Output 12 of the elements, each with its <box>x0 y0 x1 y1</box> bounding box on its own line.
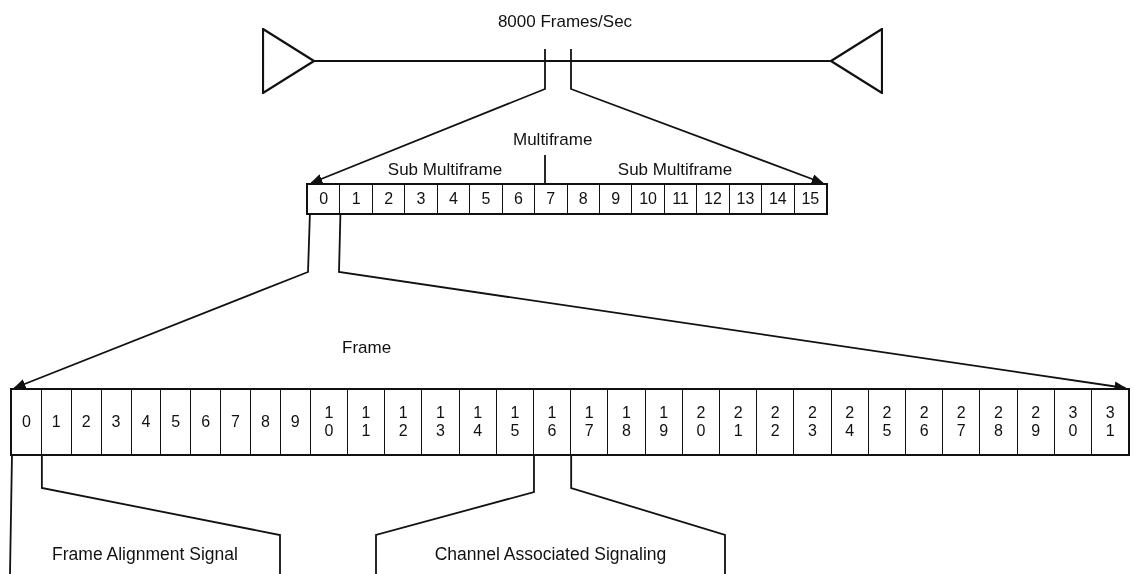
transmitter-triangle <box>262 28 315 94</box>
receiver-triangle <box>830 28 883 94</box>
channel-associated-signaling-label: Channel Associated Signaling <box>434 544 667 565</box>
multiframe-heading: Multiframe <box>513 130 593 150</box>
transmission-line <box>314 60 831 62</box>
expansion-arrow <box>310 48 546 184</box>
rate-label: 8000 Frames/Sec <box>496 12 634 32</box>
frame-heading: Frame <box>342 338 392 358</box>
sub-multiframe-label: Sub Multiframe <box>386 160 504 180</box>
expansion-arrow <box>570 48 824 184</box>
frame-alignment-signal-label: Frame Alignment Signal <box>52 544 238 565</box>
sub-multiframe-label: Sub Multiframe <box>616 160 734 180</box>
